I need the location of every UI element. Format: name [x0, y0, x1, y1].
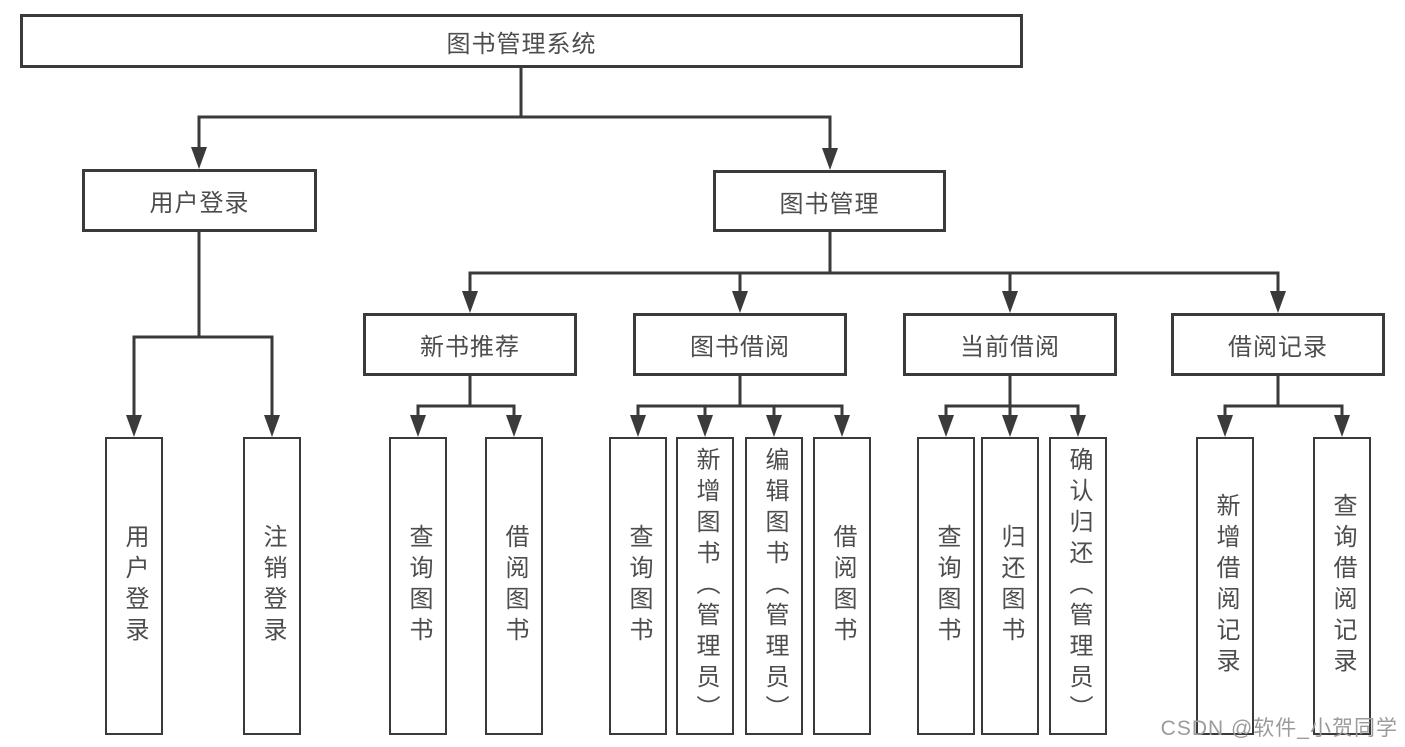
node-library-management-system: 图书管理系统 [20, 14, 1023, 68]
leaf-edit-book-admin: 编辑图书（管理员） [745, 437, 803, 735]
leaf-logout-label: 注销登录 [259, 524, 286, 648]
leaf-add-borrow-record: 新增借阅记录 [1196, 437, 1254, 735]
leaf-borrow-books-label: 借阅图书 [829, 524, 856, 648]
leaf-query-books-borrow-label: 查询图书 [625, 524, 652, 648]
leaf-return-book-label: 归还图书 [997, 524, 1024, 648]
leaf-query-books-recommend-label: 查询图书 [405, 524, 432, 648]
leaf-logout: 注销登录 [243, 437, 301, 735]
node-book-borrowing-label: 图书借阅 [690, 334, 790, 361]
csdn-watermark: CSDN @软件_小贺同学 [1160, 717, 1398, 740]
node-new-book-recommend-label: 新书推荐 [420, 334, 520, 361]
leaf-query-borrow-record-label: 查询借阅记录 [1329, 493, 1356, 679]
leaf-user-login: 用户登录 [105, 437, 163, 735]
leaf-user-login-label: 用户登录 [121, 524, 148, 648]
node-new-book-recommend: 新书推荐 [363, 313, 577, 376]
leaf-query-books-current-label: 查询图书 [933, 524, 960, 648]
leaf-borrow-books: 借阅图书 [813, 437, 871, 735]
arrow-heads [126, 147, 1350, 437]
node-book-borrowing: 图书借阅 [633, 313, 847, 376]
leaf-add-book-admin: 新增图书（管理员） [676, 437, 734, 735]
leaf-query-books-borrow: 查询图书 [609, 437, 667, 735]
leaf-confirm-return-admin: 确认归还（管理员） [1049, 437, 1107, 735]
leaf-borrow-books-recommend: 借阅图书 [485, 437, 543, 735]
node-borrowing-records-label: 借阅记录 [1228, 334, 1328, 361]
leaf-add-borrow-record-label: 新增借阅记录 [1212, 493, 1239, 679]
node-user-login: 用户登录 [82, 169, 317, 232]
leaf-return-book: 归还图书 [981, 437, 1039, 735]
node-book-management: 图书管理 [713, 170, 946, 232]
leaf-query-borrow-record: 查询借阅记录 [1313, 437, 1371, 735]
leaf-edit-book-admin-label: 编辑图书（管理员） [761, 446, 788, 726]
node-user-login-label: 用户登录 [149, 190, 250, 217]
leaf-confirm-return-admin-label: 确认归还（管理员） [1065, 446, 1092, 726]
node-current-borrowing-label: 当前借阅 [960, 334, 1060, 361]
leaf-query-books-current: 查询图书 [917, 437, 975, 735]
node-borrowing-records: 借阅记录 [1171, 313, 1385, 376]
node-current-borrowing: 当前借阅 [903, 313, 1117, 376]
node-library-management-system-label: 图书管理系统 [446, 30, 597, 58]
node-book-management-label: 图书管理 [779, 190, 880, 218]
leaf-borrow-books-recommend-label: 借阅图书 [501, 524, 528, 648]
leaf-add-book-admin-label: 新增图书（管理员） [692, 446, 719, 726]
leaf-query-books-recommend: 查询图书 [389, 437, 447, 735]
tree-edges [132, 66, 1344, 420]
